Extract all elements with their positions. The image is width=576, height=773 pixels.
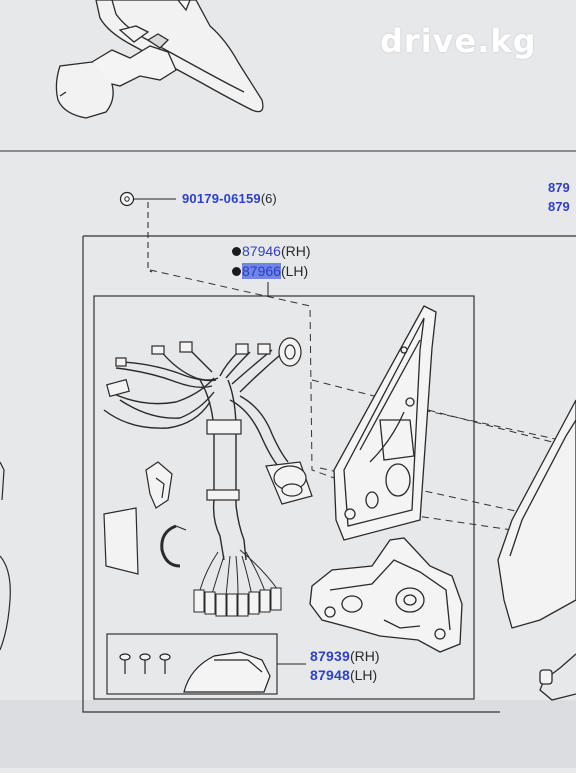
mirror-housing-drawing (497, 399, 576, 701)
mirror-assembly-lh-side: (LH) (280, 263, 309, 279)
mirror-base-plate-drawing (333, 305, 437, 541)
cover-lh-part-number[interactable]: 87948 (310, 667, 350, 683)
edge-part-number-top[interactable]: 879 (548, 180, 570, 195)
cover-rh-part-number[interactable]: 87939 (310, 648, 350, 664)
bullet-icon (232, 247, 241, 256)
cover-drawing (183, 651, 271, 693)
screw-drawing (119, 191, 176, 273)
bullet-icon (232, 267, 241, 276)
cover-rh-callout[interactable]: 87939(RH) (310, 649, 379, 664)
mirror-assembly-rh-callout[interactable]: 87946(RH) (232, 244, 310, 259)
screws-small-drawing (119, 653, 171, 674)
mirror-assembly-lh-part-number[interactable]: 87966 (242, 263, 281, 279)
mirror-assembly-rh-side: (RH) (280, 243, 311, 259)
mirror-assembly-lh-callout[interactable]: 87966(LH) (232, 263, 309, 279)
cover-rh-side: (RH) (349, 648, 380, 664)
cover-lh-callout[interactable]: 87948(LH) (310, 668, 377, 683)
screw-part-number[interactable]: 90179-06159 (182, 191, 261, 206)
screw-callout[interactable]: 90179-06159(6) (182, 191, 277, 206)
terminal-bundle (193, 549, 282, 617)
cover-lh-side: (LH) (349, 667, 378, 683)
rearview-mirror-drawing (55, 0, 264, 119)
watermark: drive.kg (380, 22, 537, 60)
screw-quantity: (6) (260, 191, 277, 206)
edge-part-number-bottom[interactable]: 879 (548, 199, 570, 214)
left-edge-drawing (0, 461, 11, 651)
mirror-assembly-rh-part-number[interactable]: 87946 (242, 243, 281, 259)
mirror-actuator-drawing (309, 537, 463, 653)
